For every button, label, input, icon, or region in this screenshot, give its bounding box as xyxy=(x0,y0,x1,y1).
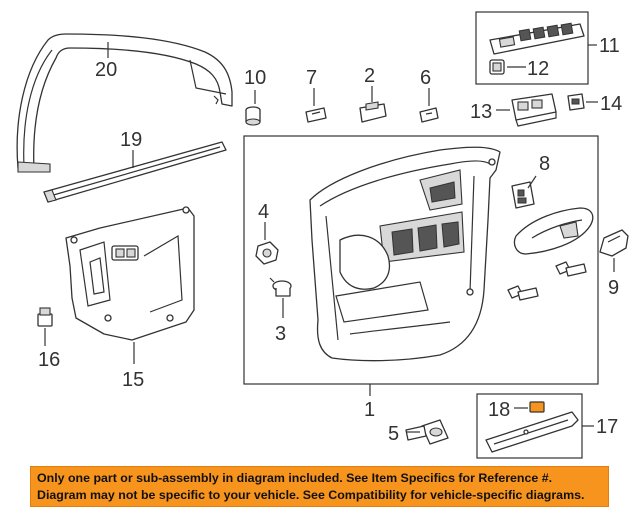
callout-20: 20 xyxy=(95,59,117,81)
notice-line-2: Diagram may not be specific to your vehi… xyxy=(37,488,585,502)
part-17-trim xyxy=(485,411,579,453)
callout-13: 13 xyxy=(470,101,492,123)
callout-5: 5 xyxy=(388,423,399,445)
part-16-clip xyxy=(37,307,53,327)
callout-12: 12 xyxy=(527,58,549,80)
callout-11: 11 xyxy=(599,35,620,57)
leader-8 xyxy=(527,175,537,189)
callout-19: 19 xyxy=(120,129,142,151)
inside-handle xyxy=(513,207,594,255)
part-18-clip xyxy=(529,401,545,413)
part-11-switch-bezel xyxy=(489,22,585,55)
callout-14: 14 xyxy=(600,93,622,115)
part-3-screw xyxy=(269,277,292,297)
part-10-push-pin xyxy=(245,106,261,126)
part-15-water-deflector xyxy=(65,206,195,341)
callout-10: 10 xyxy=(244,67,266,89)
notice-banner: Only one part or sub-assembly in diagram… xyxy=(30,466,609,507)
part-11-box xyxy=(475,11,589,85)
callout-4: 4 xyxy=(258,201,269,223)
part-9-cover xyxy=(599,229,629,257)
callout-16: 16 xyxy=(38,349,60,371)
part-7-retainer xyxy=(305,107,327,123)
parts-diagram: 20 19 15 16 10 7 xyxy=(16,11,629,459)
part-8-switch xyxy=(511,181,535,209)
part-6-retainer xyxy=(419,107,439,123)
callout-3: 3 xyxy=(275,323,286,345)
callout-17: 17 xyxy=(596,416,618,438)
callout-1: 1 xyxy=(364,399,375,421)
part-12-switch xyxy=(489,59,505,75)
part-5-bolt xyxy=(405,419,449,445)
part-2-clip xyxy=(359,101,387,123)
callout-6: 6 xyxy=(420,67,431,89)
screw-b xyxy=(507,285,539,301)
part-13-window-switch xyxy=(511,93,557,127)
part-14-lock-switch xyxy=(567,93,585,111)
callout-15: 15 xyxy=(122,369,144,391)
callout-2: 2 xyxy=(364,65,375,87)
part-1-box xyxy=(243,135,599,385)
part-4-nut xyxy=(255,241,279,265)
callout-8: 8 xyxy=(539,153,550,175)
callout-9: 9 xyxy=(608,277,619,299)
part-20-window-frame xyxy=(16,33,233,173)
callout-7: 7 xyxy=(306,67,317,89)
screw-a xyxy=(555,261,587,277)
part-19-belt-molding xyxy=(43,141,227,203)
notice-line-1: Only one part or sub-assembly in diagram… xyxy=(37,471,553,485)
callout-18: 18 xyxy=(488,399,510,421)
part-1-door-trim-panel xyxy=(309,146,501,362)
